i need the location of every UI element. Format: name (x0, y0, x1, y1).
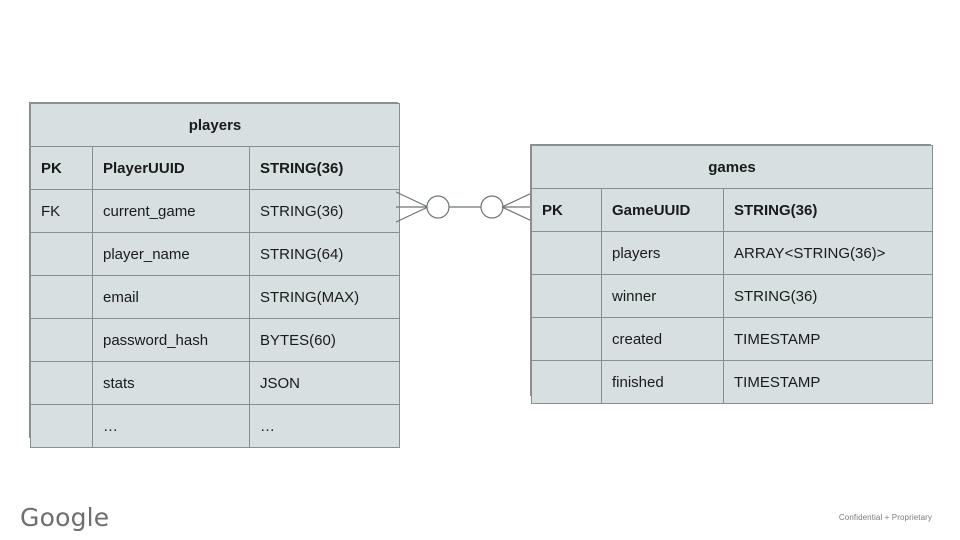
row-field-name: PlayerUUID (92, 146, 250, 190)
row-field-name: winner (601, 274, 724, 318)
row-field-type: STRING(36) (249, 189, 400, 233)
crow-foot-relationship-icon (395, 191, 535, 223)
confidential-notice: Confidential + Proprietary (838, 513, 932, 522)
table-title: games (531, 145, 933, 189)
row-field-type: TIMESTAMP (723, 317, 933, 361)
row-key-label (30, 318, 93, 362)
relationship-connector (390, 180, 540, 235)
google-logo: Google (20, 503, 110, 532)
row-field-type: TIMESTAMP (723, 360, 933, 404)
row-field-type: JSON (249, 361, 400, 405)
row-field-type: … (249, 404, 400, 448)
row-key-label (30, 404, 93, 448)
row-field-type: STRING(64) (249, 232, 400, 276)
row-field-name: GameUUID (601, 188, 724, 232)
row-key-label: PK (531, 188, 602, 232)
row-key-label (30, 232, 93, 276)
row-field-name: email (92, 275, 250, 319)
row-field-name: player_name (92, 232, 250, 276)
row-key-label: PK (30, 146, 93, 190)
row-key-label (531, 274, 602, 318)
table-title-row: games (531, 145, 933, 189)
row-key-label (531, 360, 602, 404)
row-field-type: ARRAY<STRING(36)> (723, 231, 933, 275)
row-field-type: STRING(36) (723, 274, 933, 318)
row-key-label (531, 317, 602, 361)
row-key-label (531, 231, 602, 275)
row-field-type: STRING(MAX) (249, 275, 400, 319)
row-field-name: finished (601, 360, 724, 404)
table-row: …… (30, 404, 400, 448)
row-key-label (30, 361, 93, 405)
table-title-row: players (30, 103, 400, 147)
row-field-name: players (601, 231, 724, 275)
row-field-name: current_game (92, 189, 250, 233)
table-title: players (30, 103, 400, 147)
row-field-name: … (92, 404, 250, 448)
row-field-type: STRING(36) (249, 146, 400, 190)
row-field-type: BYTES(60) (249, 318, 400, 362)
row-field-name: password_hash (92, 318, 250, 362)
row-field-name: created (601, 317, 724, 361)
row-key-label: FK (30, 189, 93, 233)
row-field-type: STRING(36) (723, 188, 933, 232)
row-key-label (30, 275, 93, 319)
row-field-name: stats (92, 361, 250, 405)
